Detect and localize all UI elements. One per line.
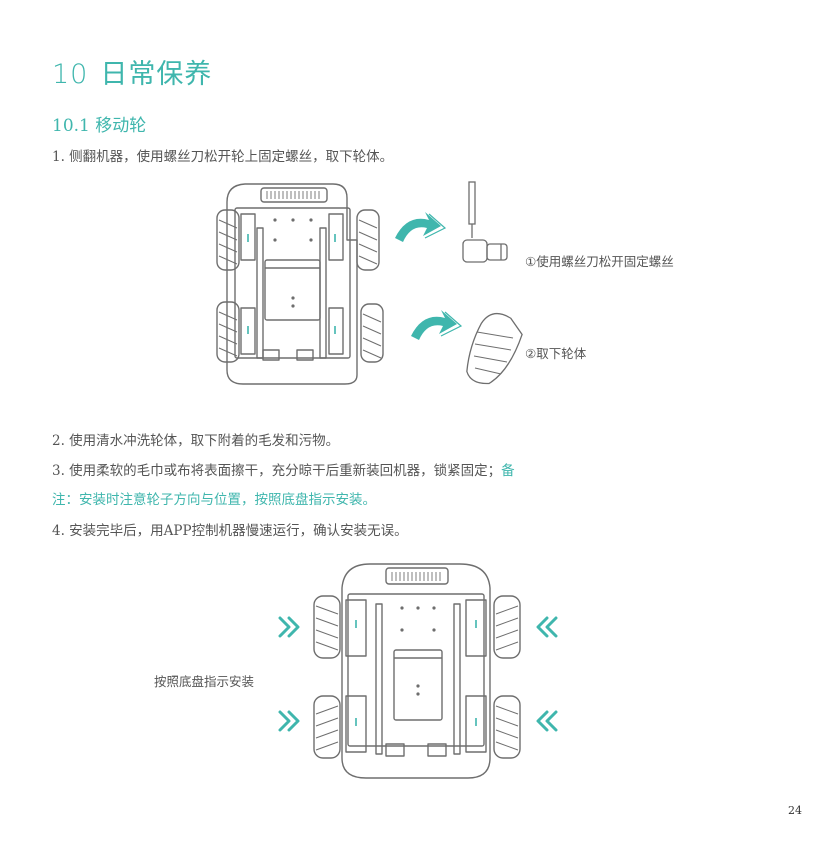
subsection-title: 10.1 移动轮 [52,116,147,136]
step-3-accent: 备 [501,463,515,479]
chevron-right-icon [278,616,300,638]
step-4-text: 4. 安装完毕后，用APP控制机器慢速运行，确认安装无误。 [52,523,408,539]
section-title: 10 日常保养 [52,52,212,91]
figure-wheel-install [278,563,558,779]
wheel-icon [466,312,523,385]
chevron-left-icon [536,710,558,732]
section-number: 10 [52,59,89,90]
figure-1-caption-2: ②取下轮体 [525,346,587,361]
figure-1-caption-1: ①使用螺丝刀松开固定螺丝 [525,254,674,269]
section-title-text: 日常保养 [100,59,213,90]
arrow-icon [395,212,463,340]
figure-2-caption: 按照底盘指示安装 [154,674,255,689]
chevron-right-icon [278,710,300,732]
chevron-left-icon [536,616,558,638]
figure-wheel-removal [216,181,523,385]
step-3-main: 3. 使用柔软的毛巾或布将表面擦干，充分晾干后重新装回机器，锁紧固定； [52,463,502,479]
step-1-text: 1. 侧翻机器，使用螺丝刀松开轮上固定螺丝，取下轮体。 [52,149,394,165]
step-2-text: 2. 使用清水冲洗轮体，取下附着的毛发和污物。 [52,433,340,449]
page-number: 24 [788,804,802,817]
step-3-text: 3. 使用柔软的毛巾或布将表面擦干，充分晾干后重新装回机器，锁紧固定；备 [52,459,515,479]
screwdriver-icon [462,181,508,263]
install-note: 注：安装时注意轮子方向与位置，按照底盘指示安装。 [52,492,376,508]
